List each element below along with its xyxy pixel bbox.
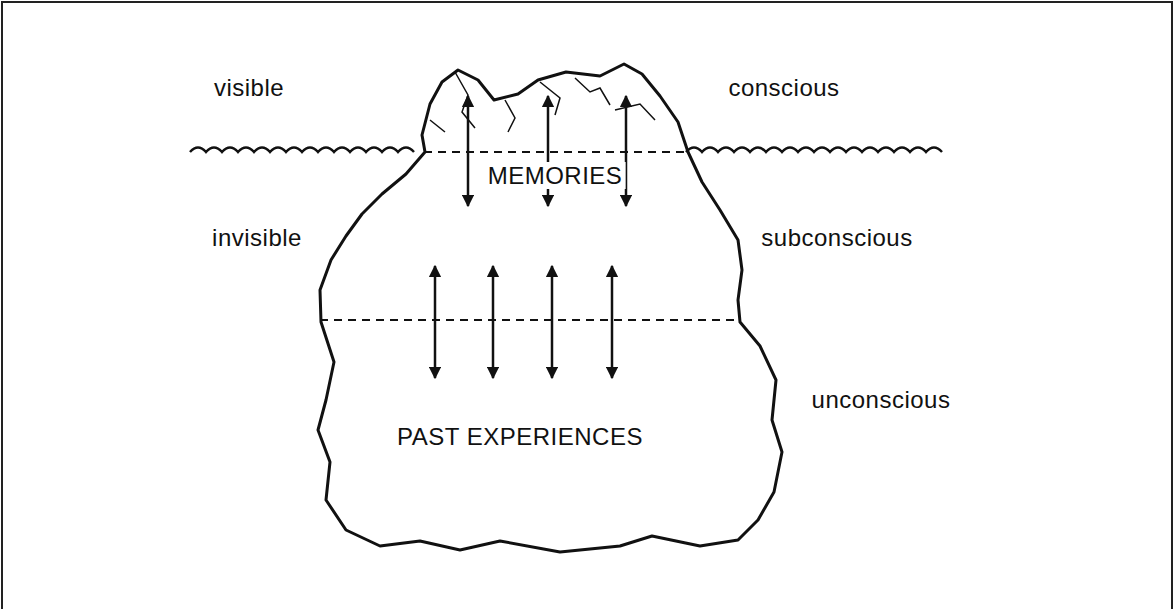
level-label: subconscious — [758, 224, 915, 251]
region-label: visible — [211, 74, 287, 101]
water-line — [686, 148, 942, 153]
region-text-holder: PAST EXPERIENCES — [394, 423, 646, 451]
cracks — [430, 72, 655, 132]
region-text: PAST EXPERIENCES — [394, 423, 646, 450]
region-label-holder: invisible — [209, 224, 305, 252]
level-label-holder: subconscious — [758, 224, 915, 252]
dashed-divider — [320, 319, 738, 321]
water-line — [190, 148, 414, 153]
double-arrows — [435, 96, 626, 378]
iceberg-outline — [310, 55, 800, 565]
region-text: MEMORIES — [485, 162, 626, 189]
region-label: invisible — [209, 224, 305, 251]
iceberg-node: MEMORIES PAST EXPERIENCES — [310, 55, 800, 565]
level-label: unconscious — [809, 386, 954, 413]
level-label-holder: conscious — [725, 74, 842, 102]
region-text-holder: MEMORIES — [485, 162, 626, 190]
dashed-divider — [424, 151, 688, 153]
level-label: conscious — [725, 74, 842, 101]
region-label-holder: visible — [211, 74, 287, 102]
level-label-holder: unconscious — [809, 386, 954, 414]
